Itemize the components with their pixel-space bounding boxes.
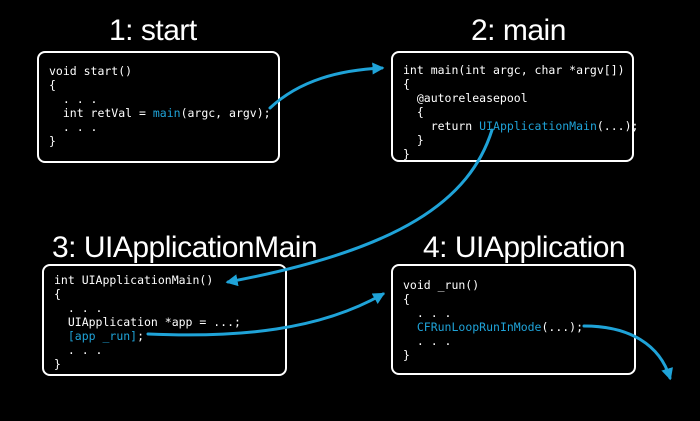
- code-highlight: CFRunLoopRunInMode: [416, 320, 542, 334]
- code-text: }: [54, 357, 61, 371]
- code-text: . . .: [49, 120, 98, 134]
- code-text: (...);: [541, 320, 584, 334]
- code-line: . . .: [49, 92, 271, 106]
- code-text: {: [54, 287, 61, 301]
- code-line: }: [49, 134, 271, 148]
- code-text: . . .: [49, 92, 98, 106]
- step-4-code-box: void _run(){ . . . CFRunLoopRunInMode(..…: [391, 264, 636, 375]
- code-line: int retVal = main(argc, argv);: [49, 106, 271, 120]
- step-2-code-box: int main(int argc, char *argv[]){ @autor…: [391, 51, 638, 162]
- code-text: void _run(): [403, 278, 480, 292]
- code-text: }: [403, 348, 410, 362]
- code-line: int UIApplicationMain(): [54, 273, 241, 287]
- code-line: . . .: [403, 334, 583, 348]
- code-text: . . .: [54, 301, 103, 315]
- code-text: [54, 329, 68, 343]
- code-line: . . .: [403, 306, 583, 320]
- step-3-title: 3: UIApplicationMain: [52, 231, 318, 264]
- step-1-code-box: void start(){ . . . int retVal = main(ar…: [37, 51, 280, 163]
- code-text: }: [403, 133, 424, 147]
- code-text: UIApplication *app = ...;: [54, 315, 241, 329]
- code-line: }: [403, 133, 638, 147]
- code-text: ;: [137, 329, 145, 343]
- code-line: . . .: [54, 301, 241, 315]
- code-line: return UIApplicationMain(...);: [403, 119, 639, 133]
- code-text: [403, 320, 417, 334]
- code-line: {: [403, 77, 638, 91]
- code-text: {: [403, 77, 410, 91]
- code-text: {: [403, 105, 424, 119]
- step-3-code-box: int UIApplicationMain(){ . . . UIApplica…: [42, 264, 287, 376]
- code-text: int retVal =: [49, 106, 153, 120]
- code-line: UIApplication *app = ...;: [54, 315, 241, 329]
- code-text: return: [403, 119, 480, 133]
- code-text: {: [403, 292, 410, 306]
- code-line: {: [49, 78, 271, 92]
- code-text: }: [49, 134, 56, 148]
- code-highlight: [app _run]: [67, 329, 138, 343]
- code-line: void _run(): [403, 278, 583, 292]
- code-line: void start(): [49, 64, 271, 78]
- code-line: {: [54, 287, 241, 301]
- code-text: . . .: [403, 334, 452, 348]
- code-line: @autoreleasepool: [403, 91, 638, 105]
- code-line: [app _run];: [54, 329, 241, 343]
- code-line: }: [403, 147, 638, 161]
- code-line: {: [403, 105, 638, 119]
- code-line: CFRunLoopRunInMode(...);: [403, 320, 583, 334]
- step-4-code: void _run(){ . . . CFRunLoopRunInMode(..…: [403, 278, 583, 362]
- step-4-title: 4: UIApplication: [423, 231, 626, 264]
- code-line: {: [403, 292, 583, 306]
- code-line: }: [54, 357, 241, 371]
- step-2-code: int main(int argc, char *argv[]){ @autor…: [403, 63, 638, 161]
- code-line: . . .: [54, 343, 241, 357]
- code-text: int main(int argc, char *argv[]): [403, 63, 625, 77]
- code-line: . . .: [49, 120, 271, 134]
- code-line: int main(int argc, char *argv[]): [403, 63, 638, 77]
- code-text: (...);: [596, 119, 639, 133]
- code-text: }: [403, 147, 410, 161]
- code-highlight: UIApplicationMain: [479, 119, 597, 133]
- code-line: }: [403, 348, 583, 362]
- code-highlight: main: [152, 106, 181, 120]
- step-1-code: void start(){ . . . int retVal = main(ar…: [49, 64, 271, 148]
- code-text: void start(): [49, 64, 133, 78]
- code-text: {: [49, 78, 56, 92]
- step-3-code: int UIApplicationMain(){ . . . UIApplica…: [54, 273, 241, 371]
- code-text: (argc, argv);: [180, 106, 271, 120]
- code-text: . . .: [403, 306, 452, 320]
- code-text: . . .: [54, 343, 103, 357]
- code-text: int UIApplicationMain(): [54, 273, 214, 287]
- code-text: @autoreleasepool: [403, 91, 528, 105]
- arrow-start-to-main: [268, 62, 385, 110]
- step-2-title: 2: main: [471, 14, 566, 47]
- step-1-title: 1: start: [109, 14, 197, 47]
